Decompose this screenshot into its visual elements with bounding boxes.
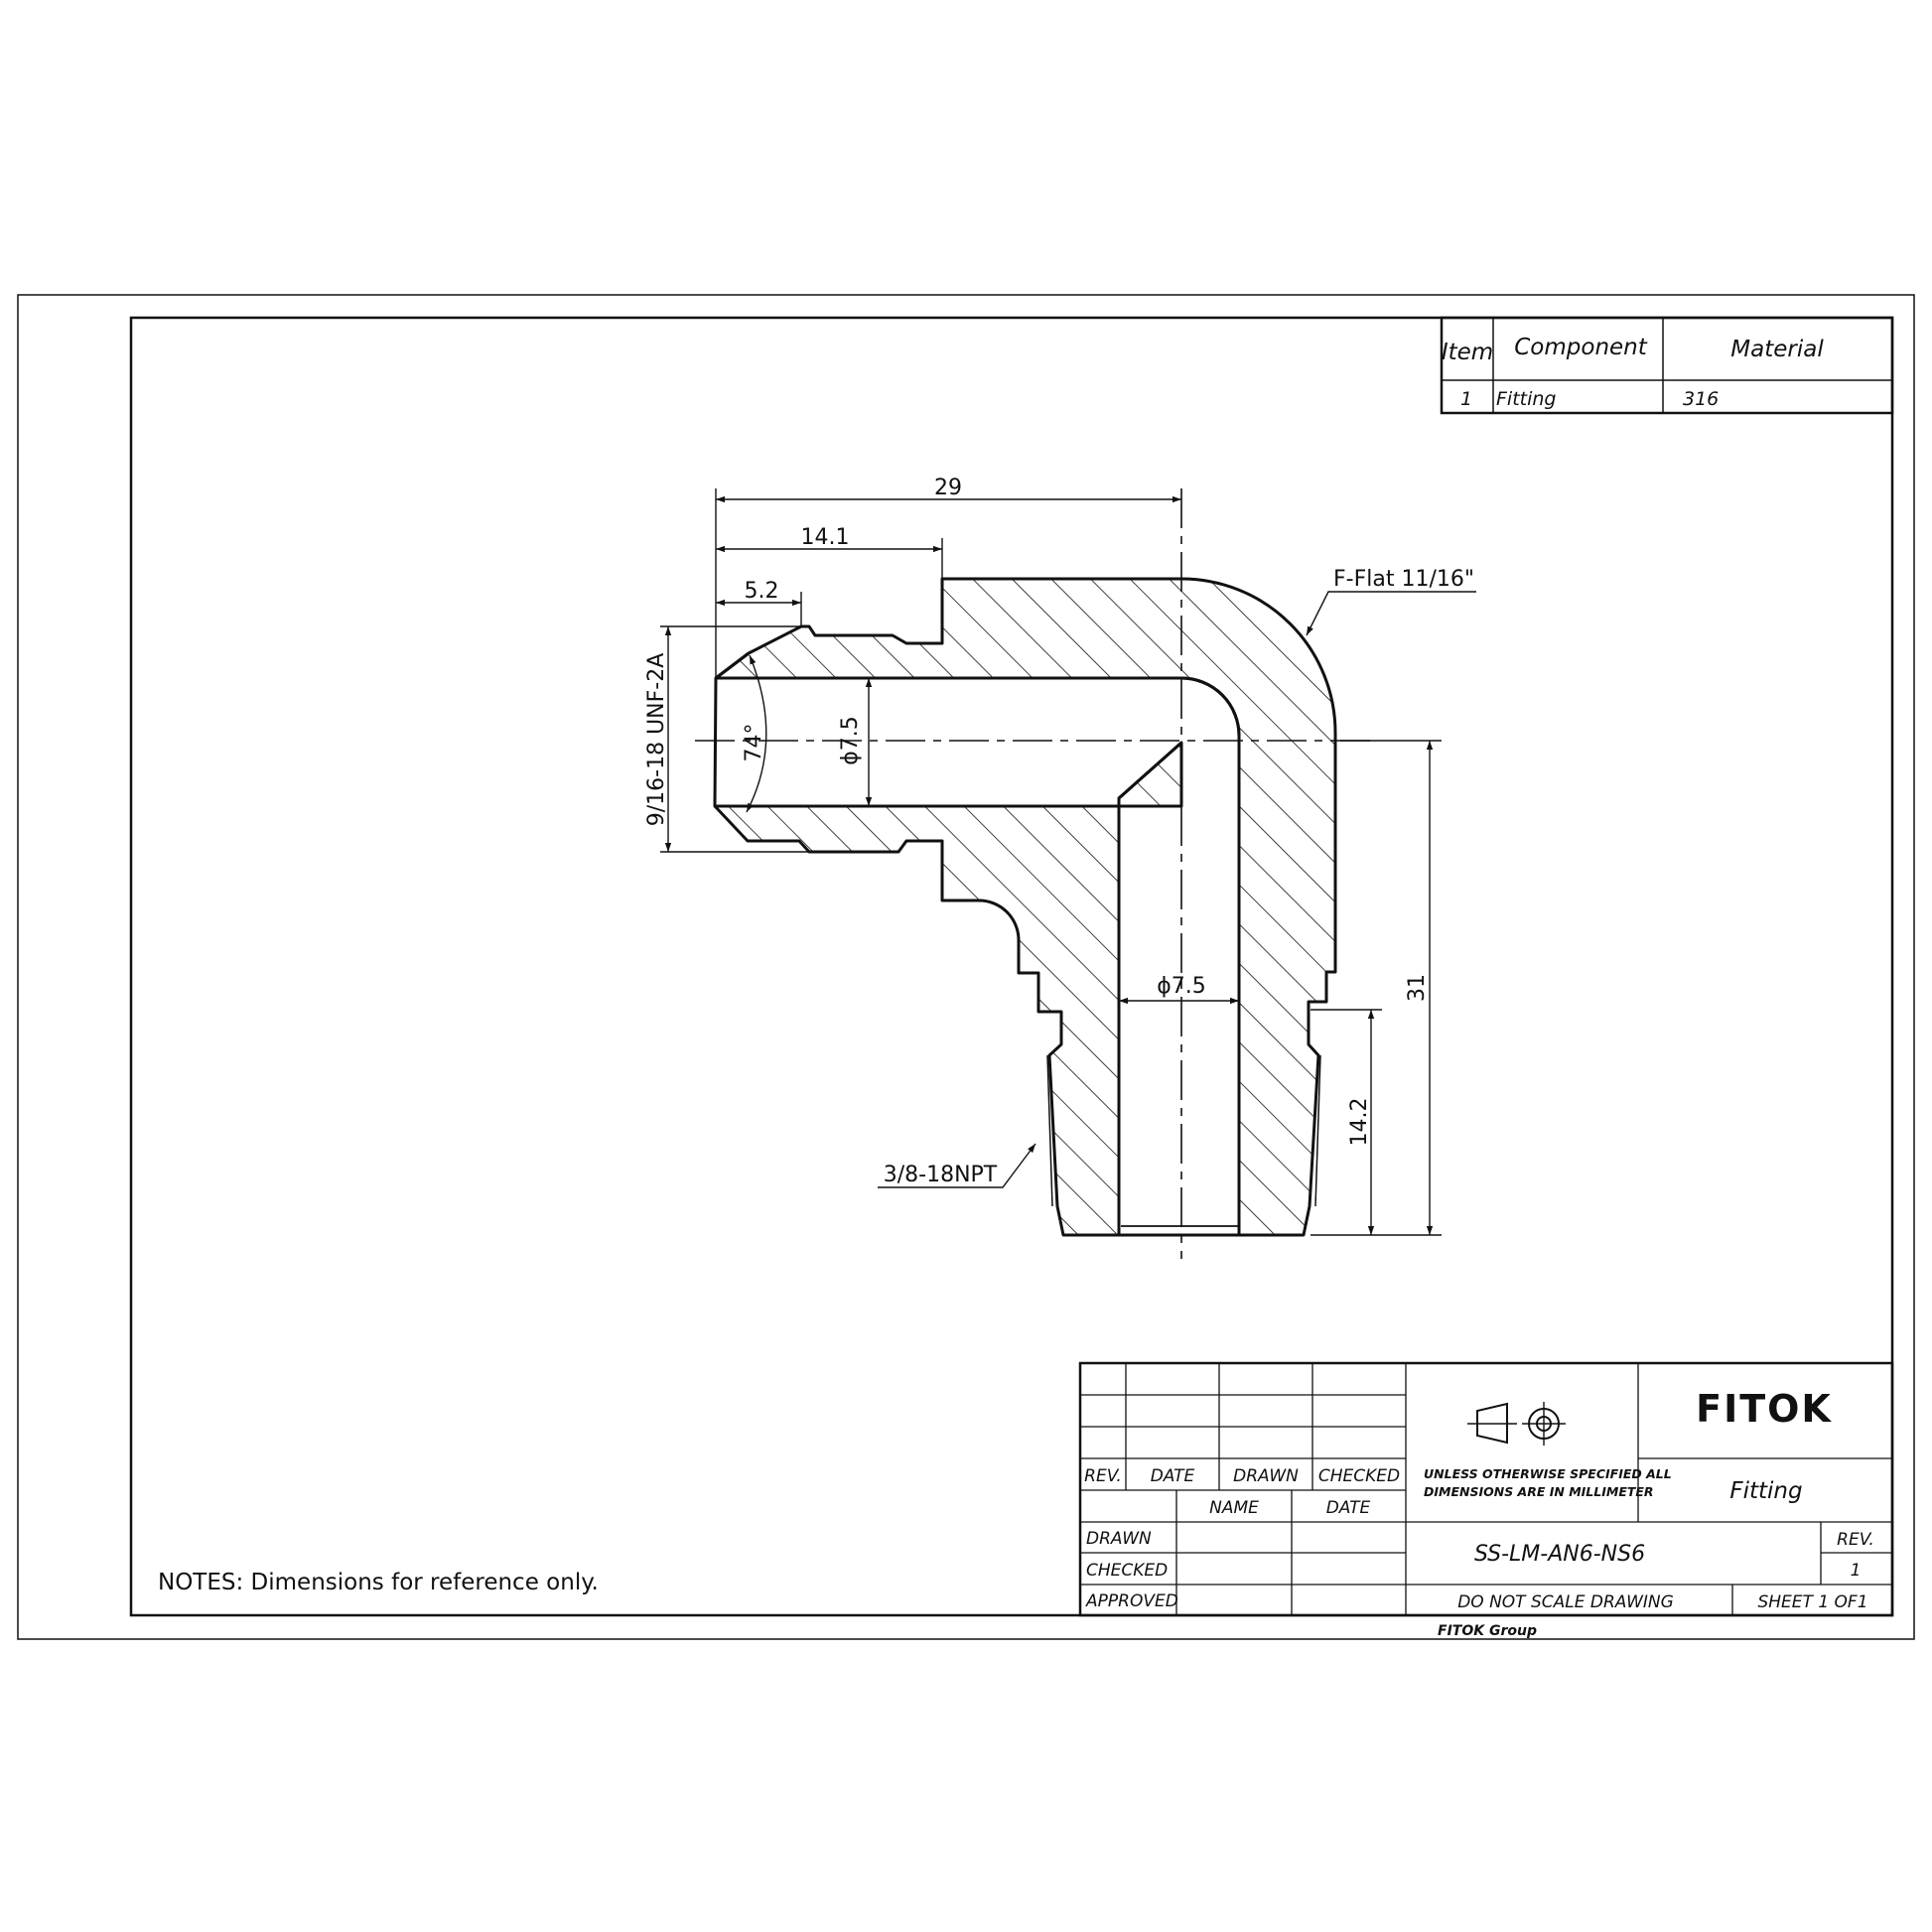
- tb-date-header: DATE: [1151, 1466, 1195, 1486]
- tb-spec-line1: UNLESS OTHERWISE SPECIFIED ALL: [1424, 1466, 1672, 1481]
- tb-group: FITOK Group: [1438, 1623, 1537, 1639]
- bom-row-material: 316: [1683, 388, 1719, 410]
- tb-name-header: NAME: [1209, 1498, 1259, 1518]
- dim-bore-vertical: ϕ7.5: [1157, 974, 1206, 999]
- dim-14-2: 14.2: [1347, 1098, 1372, 1147]
- tb-rev-label: REV.: [1837, 1530, 1874, 1550]
- tb-part-number: SS-LM-AN6-NS6: [1474, 1542, 1645, 1567]
- dim-angle-74: 74°: [742, 724, 766, 762]
- inner-border: [129, 316, 1894, 1617]
- outer-border: [17, 294, 1915, 1640]
- bom-row-component: Fitting: [1496, 388, 1557, 410]
- dimensions: 29 14.1 5.2 9/16-18 UNF-2A 74° ϕ7.5 ϕ7.5…: [644, 476, 1476, 1236]
- dim-thread-unf: 9/16-18 UNF-2A: [644, 653, 669, 827]
- tb-spec-line2: DIMENSIONS ARE IN MILLIMETER: [1424, 1484, 1654, 1499]
- tb-rev-header: REV.: [1084, 1466, 1122, 1486]
- tb-role-drawn: DRAWN: [1086, 1529, 1152, 1549]
- notes: NOTES: Dimensions for reference only.: [158, 1570, 599, 1595]
- fitting-section-view: [695, 488, 1370, 1259]
- bom-header-component: Component: [1514, 335, 1648, 360]
- tb-role-approved: APPROVED: [1085, 1591, 1178, 1611]
- bom-table: Item Component Material 1 Fitting 316: [1440, 316, 1894, 415]
- tb-part-name: Fitting: [1729, 1478, 1802, 1504]
- label-npt: 3/8-18NPT: [884, 1163, 998, 1187]
- tb-drawn-header: DRAWN: [1233, 1466, 1299, 1486]
- bom-row-item: 1: [1460, 388, 1472, 410]
- label-f-flat: F-Flat 11/16": [1333, 567, 1474, 592]
- dim-bore-horizontal: ϕ7.5: [838, 716, 863, 765]
- tb-checked-header: CHECKED: [1318, 1466, 1400, 1486]
- tb-date2-header: DATE: [1326, 1498, 1371, 1518]
- tb-do-not-scale: DO NOT SCALE DRAWING: [1457, 1592, 1674, 1612]
- tb-sheet: SHEET 1 OF1: [1757, 1592, 1867, 1612]
- title-block: REV. DATE DRAWN CHECKED NAME DATE DRAWN …: [1078, 1361, 1894, 1639]
- projection-symbol-icon: [1467, 1402, 1566, 1446]
- dim-29: 29: [934, 476, 962, 500]
- bom-header-item: Item: [1442, 340, 1493, 365]
- bom-header-material: Material: [1730, 337, 1824, 362]
- tb-rev-value: 1: [1851, 1561, 1862, 1581]
- tb-role-checked: CHECKED: [1086, 1561, 1168, 1581]
- dim-14-1: 14.1: [801, 525, 850, 550]
- dim-5-2: 5.2: [745, 579, 779, 604]
- dim-31: 31: [1405, 974, 1430, 1002]
- fitok-logo: FITOK: [1696, 1387, 1833, 1431]
